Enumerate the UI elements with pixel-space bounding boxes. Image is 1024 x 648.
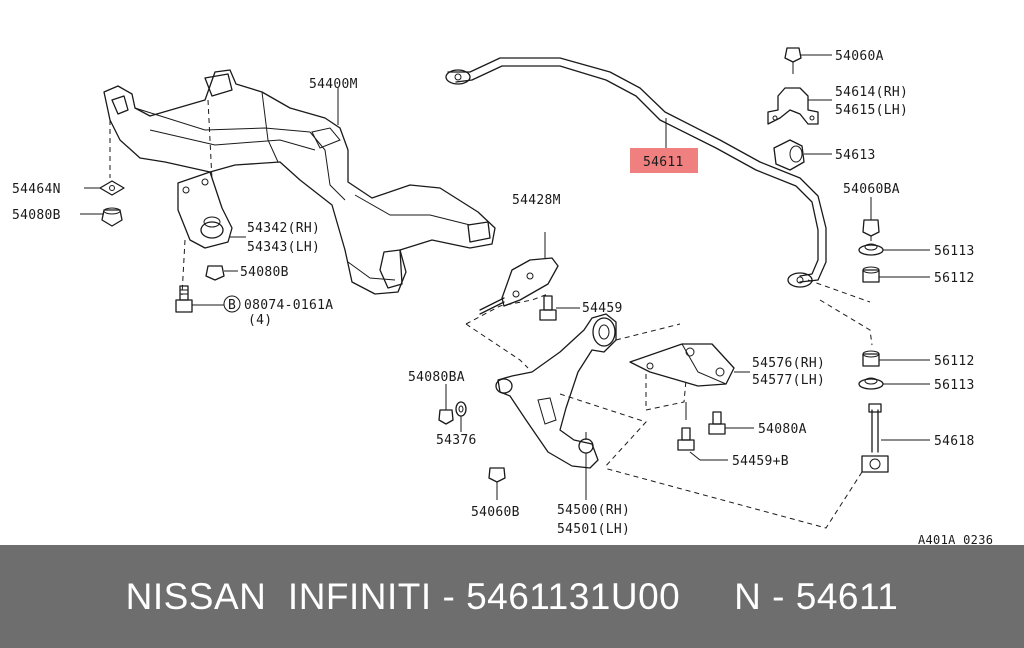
label-54501: 54501(LH) bbox=[557, 522, 630, 537]
highlight-54611 bbox=[630, 148, 698, 173]
label-54618: 54618 bbox=[934, 434, 975, 449]
label-bolt-marker: B bbox=[228, 298, 236, 313]
label-54343: 54343(LH) bbox=[247, 240, 320, 255]
label-54611: 54611 bbox=[643, 155, 684, 170]
bolt-54459-B[interactable] bbox=[677, 427, 695, 451]
label-54500: 54500(RH) bbox=[557, 503, 630, 518]
nut-54060B[interactable] bbox=[488, 467, 506, 483]
label-54060A: 54060A bbox=[835, 49, 884, 64]
label-54080B-2: 54080B bbox=[240, 265, 289, 280]
bushing-54613[interactable] bbox=[773, 139, 805, 171]
washer-56113-top[interactable] bbox=[858, 243, 884, 256]
stabilizer-link-54618[interactable] bbox=[603, 403, 889, 529]
part-number-banner: NISSAN INFINITI - 5461131U00 N - 54611 bbox=[0, 545, 1024, 648]
leader-lines bbox=[80, 54, 930, 500]
nut-54080B[interactable] bbox=[101, 207, 123, 227]
bracket-54342[interactable] bbox=[177, 171, 233, 249]
clamp-54614[interactable] bbox=[767, 87, 819, 125]
label-54400M: 54400M bbox=[309, 77, 358, 92]
label-54342: 54342(RH) bbox=[247, 221, 320, 236]
bolt-marker-circle bbox=[223, 295, 241, 313]
label-54080B: 54080B bbox=[12, 208, 61, 223]
label-54060B: 54060B bbox=[471, 505, 520, 520]
bolt-54060A[interactable] bbox=[784, 47, 802, 74]
bushing-56112-bottom[interactable] bbox=[862, 350, 880, 367]
label-54428M: 54428M bbox=[512, 193, 561, 208]
lower-arm-54500[interactable] bbox=[465, 293, 681, 469]
label-54459: 54459 bbox=[582, 301, 623, 316]
plate-54576[interactable] bbox=[629, 343, 735, 420]
label-56113-top: 56113 bbox=[934, 244, 975, 259]
label-56113-bottom: 56113 bbox=[934, 378, 975, 393]
label-54614: 54614(RH) bbox=[835, 85, 908, 100]
part-number-text: NISSAN INFINITI - 5461131U00 N - 54611 bbox=[125, 575, 899, 617]
stabilizer-bar-54611[interactable] bbox=[445, 57, 871, 303]
label-08074-0161A: 08074-0161A bbox=[244, 298, 333, 313]
label-54376: 54376 bbox=[436, 433, 477, 448]
label-54576: 54576(RH) bbox=[752, 356, 825, 371]
suspension-member-54400M[interactable] bbox=[103, 69, 496, 296]
label-56112-bottom: 56112 bbox=[934, 354, 975, 369]
washer-54464N[interactable] bbox=[99, 180, 125, 196]
nut-54080B-2[interactable] bbox=[205, 265, 225, 281]
label-54464N: 54464N bbox=[12, 182, 61, 197]
bolt-08074-0161A[interactable] bbox=[175, 285, 193, 313]
washer-54376[interactable] bbox=[455, 401, 467, 417]
label-54577: 54577(LH) bbox=[752, 373, 825, 388]
nut-54060BA[interactable] bbox=[862, 219, 880, 237]
label-54459-B: 54459+B bbox=[732, 454, 789, 469]
bolt-54080A[interactable] bbox=[708, 411, 726, 435]
parts-diagram: 54400M 54464N 54080B 54342(RH) 54343(LH)… bbox=[12, 47, 993, 545]
label-54613: 54613 bbox=[835, 148, 876, 163]
reference-code: A401A 0236 bbox=[918, 533, 993, 545]
label-54080A: 54080A bbox=[758, 422, 807, 437]
bolt-54459[interactable] bbox=[539, 295, 557, 321]
label-08074-qty: (4) bbox=[248, 313, 272, 328]
label-54080BA: 54080BA bbox=[408, 370, 465, 385]
bushing-56112-top[interactable] bbox=[862, 266, 880, 283]
label-56112-top: 56112 bbox=[934, 271, 975, 286]
label-54615: 54615(LH) bbox=[835, 103, 908, 118]
bracket-54428M[interactable] bbox=[479, 232, 559, 315]
nut-54080BA[interactable] bbox=[438, 409, 454, 425]
label-54060BA: 54060BA bbox=[843, 182, 900, 197]
washer-56113-bottom[interactable] bbox=[858, 377, 884, 390]
